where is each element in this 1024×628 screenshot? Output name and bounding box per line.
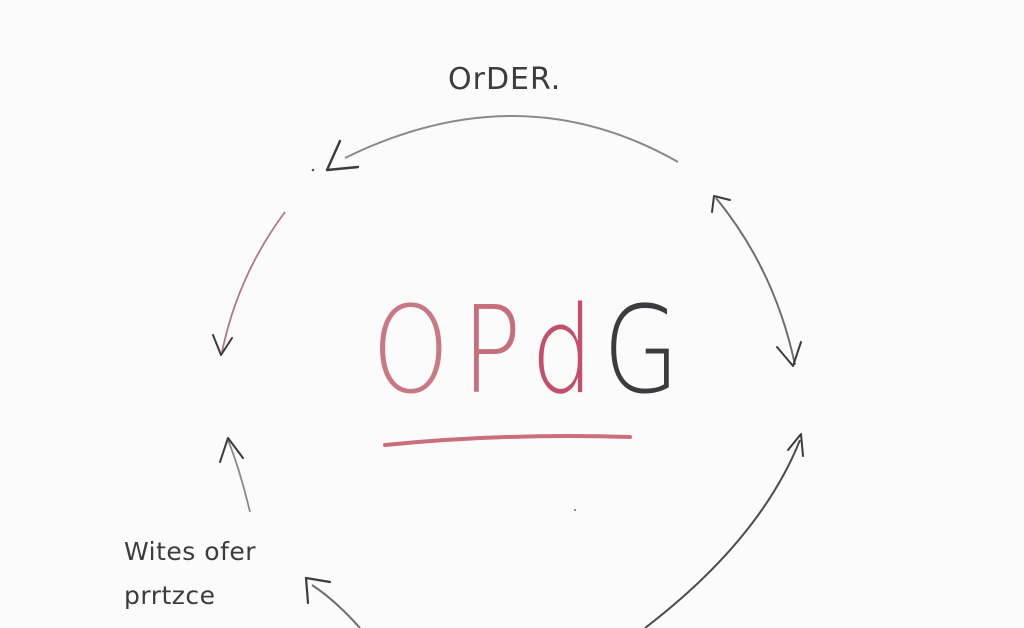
arrowhead-upper-left-down [212, 334, 233, 356]
arrowhead-right-bottom [776, 341, 802, 367]
arc-upper-left [221, 211, 286, 353]
center-letter-g: G [603, 282, 679, 421]
label-side-line2: prrtzce [124, 581, 216, 610]
title-underline [383, 434, 632, 447]
speck [573, 508, 577, 512]
center-letter-o: O [372, 282, 449, 421]
arrowhead-bottom-left [304, 576, 332, 605]
label-side-line1: Wites ofer [124, 537, 257, 566]
label-side: Wites ofer prrtzce [124, 530, 256, 618]
arc-right [715, 197, 796, 366]
center-letter-p: P [462, 282, 521, 421]
arrowhead-lower-left-up [219, 437, 244, 463]
arrowhead-top-left [325, 139, 360, 172]
arc-lower-right [644, 439, 801, 628]
label-order: OrDER. [448, 62, 562, 97]
arrowhead-right-top [711, 195, 731, 213]
arc-lower-left [227, 439, 251, 513]
arc-top [344, 115, 679, 163]
center-letter-d: d [530, 282, 593, 421]
arc-bottom-left [311, 584, 361, 628]
arrowhead-lower-right-up [787, 433, 804, 457]
speck [311, 168, 315, 172]
